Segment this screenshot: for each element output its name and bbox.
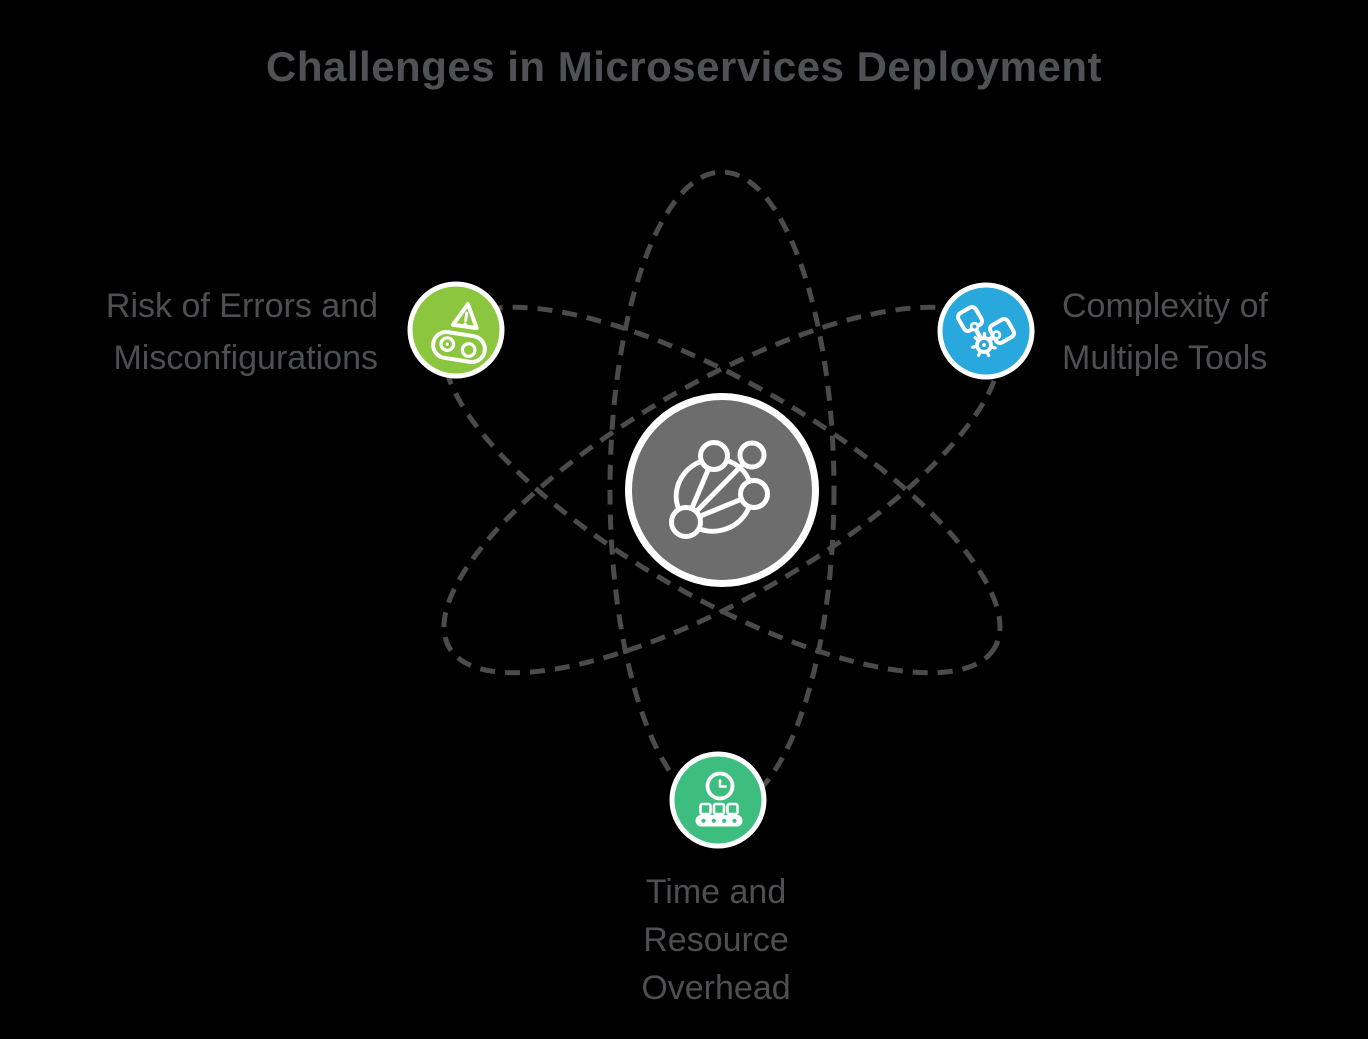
piston-pin: [969, 321, 980, 332]
label-tools: Complexity of Multiple Tools: [1062, 287, 1268, 377]
node-tools: [937, 282, 1035, 380]
clock-conveyor-icon: [695, 771, 743, 827]
gear-hub: [982, 343, 986, 347]
clock-face: [705, 771, 735, 801]
conveyor-box: [699, 802, 712, 816]
piston-pin: [991, 330, 1002, 340]
center-circle: [625, 393, 819, 587]
conveyor-belt: [695, 815, 743, 827]
center-node: [625, 393, 819, 587]
node-risk-circle: [407, 281, 505, 379]
node-risk: [407, 281, 505, 379]
network-nodes-icon: [669, 440, 770, 539]
network-node: [737, 440, 767, 470]
conveyor-roller: [732, 818, 737, 823]
track-roller: [439, 336, 456, 353]
conveyor-box: [712, 802, 726, 816]
network-node: [698, 440, 730, 472]
gear: [971, 331, 997, 358]
conveyor-box: [726, 802, 739, 816]
conveyor-roller: [701, 818, 706, 823]
conveyor-roller: [722, 818, 727, 823]
label-time: Time and Resource Overhead: [641, 873, 791, 1007]
page-title: Challenges in Microservices Deployment: [266, 43, 1102, 90]
network-node: [669, 505, 703, 539]
clock-hands: [718, 779, 727, 788]
pistons-gear-icon: [955, 304, 1017, 358]
track-roller-dot: [445, 342, 450, 346]
warning-track-icon: [431, 302, 487, 365]
track-roller: [460, 342, 477, 358]
network-node: [738, 478, 770, 510]
label-risk: Risk of Errors and Misconfigurations: [105, 287, 378, 377]
exclamation-bar: [464, 311, 469, 322]
node-time: [669, 751, 767, 849]
conveyor-roller: [711, 818, 716, 823]
exclamation-dot: [463, 322, 467, 326]
node-tools-circle: [937, 282, 1035, 380]
